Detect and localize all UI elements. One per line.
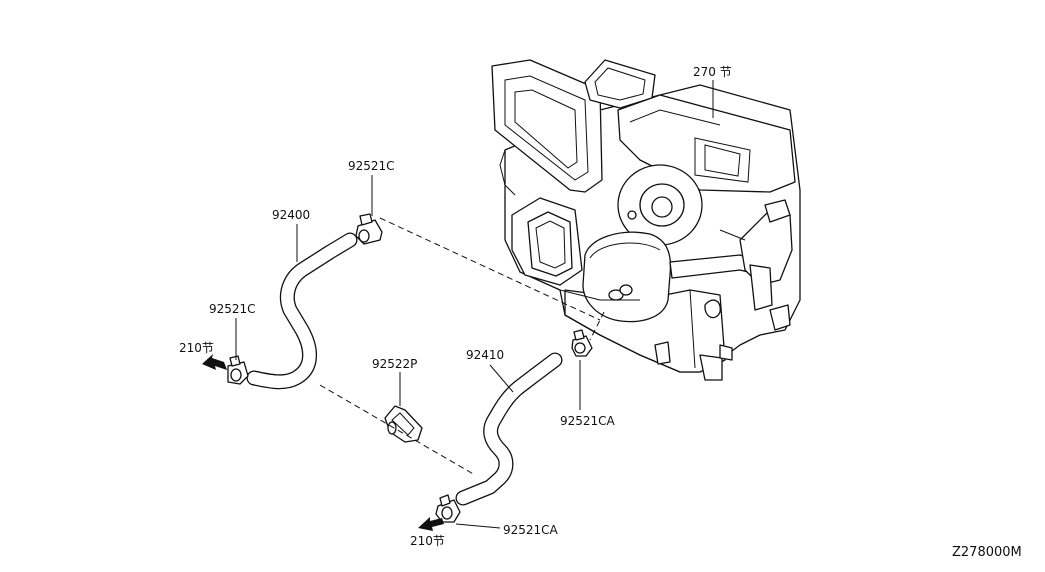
hose-clamp-left[interactable] [227, 355, 249, 385]
heater-unit-assembly[interactable] [491, 59, 801, 381]
label-clamp-left: 92521C [209, 302, 256, 316]
label-hose-upper: 92400 [272, 208, 310, 222]
label-ref-lower: 210节 [410, 534, 445, 548]
hose-bracket[interactable] [384, 405, 423, 443]
heater-hose-lower[interactable] [455, 352, 563, 506]
arrow-down-left-icon [418, 517, 444, 531]
label-ref-upper: 210节 [179, 341, 214, 355]
hose-clamp-bottom[interactable] [435, 494, 461, 523]
diagram-code: Z278000M [952, 545, 1022, 560]
connection-lines [319, 217, 605, 476]
label-heater-unit: 270 节 [693, 65, 732, 79]
heater-hose-upper[interactable] [246, 232, 358, 390]
label-clamp-upper: 92521C [348, 159, 395, 173]
label-clamp-bottom: 92521CA [503, 523, 559, 537]
arrow-left-icon [202, 354, 227, 370]
hose-clamp-right[interactable] [571, 329, 593, 357]
leader-lines [235, 80, 714, 529]
label-bracket: 92522P [372, 357, 417, 371]
hose-clamp-upper[interactable] [355, 213, 383, 245]
label-hose-lower: 92410 [466, 348, 504, 362]
label-clamp-right: 92521CA [560, 414, 616, 428]
